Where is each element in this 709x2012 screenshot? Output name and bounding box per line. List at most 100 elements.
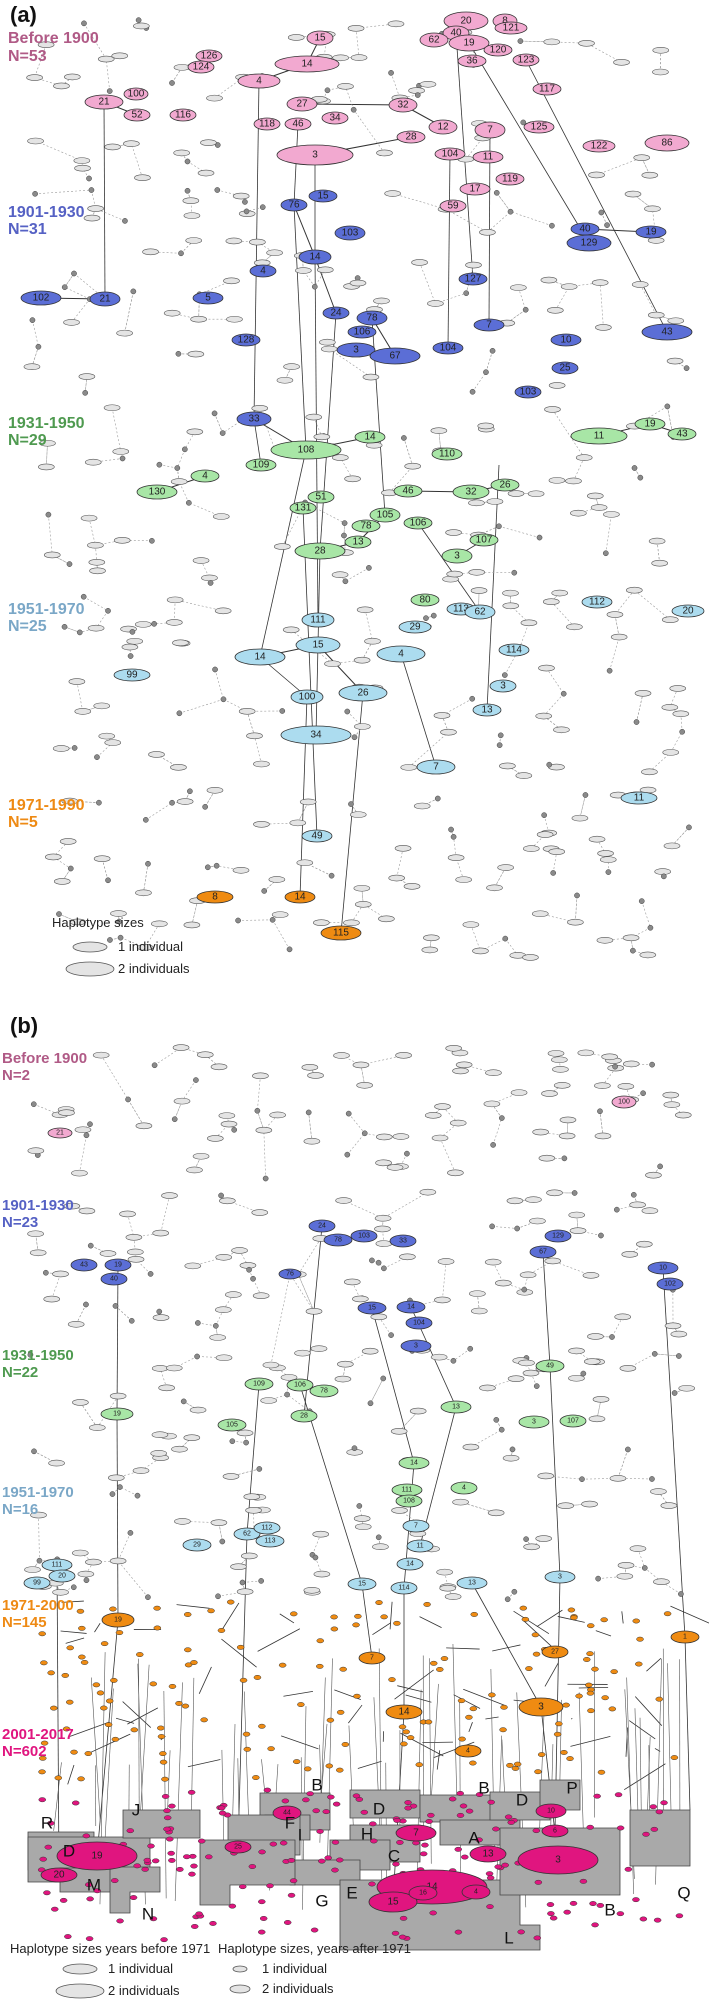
median-vector-dot [269,916,276,923]
magenta-haplotype [456,1790,464,1796]
grey-haplotype [72,1399,89,1406]
magenta-haplotype [454,1846,462,1852]
grey-haplotype [183,921,201,929]
grey-haplotype [447,1169,464,1177]
median-vector-dot [649,1476,655,1482]
grey-haplotype [245,1507,262,1514]
era-label: 1901-1930 [8,204,85,221]
haplotype-label: 14 [407,1304,415,1311]
grey-haplotype [116,329,133,337]
median-vector-dot [88,187,95,193]
median-vector-dot [66,561,73,567]
grey-haplotype [173,149,190,157]
orange-haplotype [236,1644,245,1650]
grey-haplotype [487,1509,505,1517]
magenta-haplotype [289,1878,298,1884]
haplotype-label: 14 [410,1460,418,1467]
orange-haplotype [521,1616,530,1622]
haplotype-node [456,1576,488,1590]
magenta-haplotype [614,1792,623,1798]
haplotype-node [169,108,197,122]
grey-haplotype [151,920,168,928]
haplotype-node [459,182,491,196]
orange-haplotype [316,1663,324,1669]
haplotype-label: 15 [314,33,326,44]
grey-haplotype [647,311,665,319]
grey-haplotype [613,59,630,66]
grey-haplotype [161,1192,178,1199]
haplotype-label: 109 [253,1381,265,1388]
median-vector-dot [630,1191,637,1198]
grey-haplotype [337,1360,354,1368]
orange-haplotype [525,1666,533,1672]
haplotype-label: 113 [453,604,469,615]
grey-haplotype [544,406,561,413]
grey-haplotype [185,237,203,244]
grey-haplotype [394,844,412,852]
median-vector-dot [122,218,128,224]
grey-haplotype [134,174,151,181]
haplotype-label: 7 [487,125,493,136]
haplotype-node [483,43,513,57]
haplotype-node [40,1867,78,1883]
orange-haplotype [104,1722,113,1728]
magenta-haplotype [429,1910,437,1916]
grey-haplotype [392,1133,410,1140]
median-vector-dot [242,199,248,205]
grey-haplotype [678,1384,696,1392]
magenta-haplotype [589,1901,597,1906]
grey-haplotype [639,951,657,959]
cluster-box [629,1809,691,1867]
median-vector-dot [404,1150,410,1157]
cluster-letter: E [346,1884,357,1903]
haplotype-label: 43 [676,429,688,440]
median-vector-dot [185,499,192,506]
haplotype-label: 16 [419,1890,427,1897]
haplotype-label: 108 [298,445,315,456]
grey-haplotype [172,639,189,647]
orange-haplotype [436,1667,444,1672]
magenta-haplotype [448,1796,457,1802]
grey-haplotype [553,1082,571,1089]
grey-haplotype [462,1443,480,1451]
median-vector-dot [595,1575,601,1582]
haplotype-label: 76 [288,200,300,211]
median-vector-dot [647,924,654,931]
haplotype-node [357,1301,387,1315]
magenta-haplotype [143,1857,152,1863]
legend-swatch-1 [72,941,108,953]
magenta-haplotype [176,1866,184,1872]
magenta-haplotype [586,1824,594,1830]
median-vector-dot [490,1142,496,1148]
haplotype-label: 78 [366,313,378,324]
grey-haplotype [596,936,614,944]
haplotype-node [368,1891,418,1913]
haplotype-label: 109 [253,460,270,471]
haplotype-label: 26 [357,688,369,699]
magenta-haplotype [151,1858,160,1864]
median-vector-dot [174,465,181,471]
orange-haplotype [61,1672,70,1678]
magenta-haplotype [547,1911,555,1917]
magenta-haplotype [369,1821,377,1827]
haplotype-label: 113 [264,1538,275,1545]
grey-haplotype [601,1053,618,1061]
orange-haplotype [537,1752,546,1758]
era-label: 1931-1950 [2,1347,74,1364]
grey-haplotype [87,624,105,632]
haplotype-label: 116 [175,110,191,121]
magenta-haplotype [163,1808,171,1814]
magenta-haplotype [190,1863,198,1869]
median-vector-dot [450,833,457,840]
median-vector-dot [231,1126,238,1133]
magenta-haplotype [302,1797,310,1803]
grey-haplotype [332,454,349,461]
orange-haplotype [511,1765,520,1771]
grey-haplotype [510,1089,528,1096]
haplotype-label: 114 [506,645,522,656]
haplotype-label: 128 [238,335,255,346]
grey-haplotype [653,1578,670,1586]
grey-haplotype [276,376,294,384]
median-vector-dot [582,792,589,798]
grey-haplotype [209,1334,226,1341]
